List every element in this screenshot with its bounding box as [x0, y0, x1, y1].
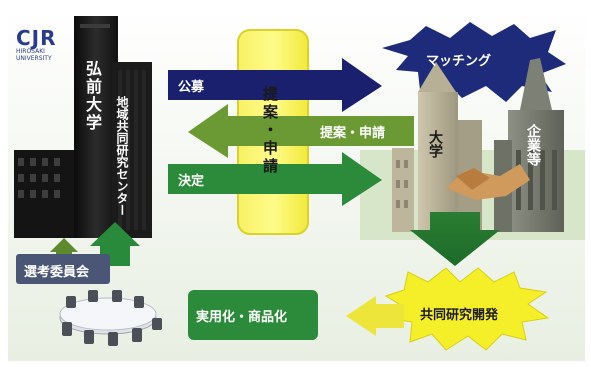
matching-label: マッチング [426, 54, 492, 69]
decision-arrow [168, 152, 382, 206]
university-label: 弘前大学 [83, 60, 102, 132]
committee-label: 選考委員会 [24, 265, 90, 280]
practical-label: 実用化・商品化 [196, 310, 288, 325]
proposal-label: 提案・申請 [320, 126, 386, 141]
company-building [494, 58, 564, 232]
committee-table-illustration [59, 290, 162, 346]
proposal-arrow [188, 104, 414, 158]
company-label: 企業等 [525, 124, 541, 166]
logo-sub1: HIROSAKI [16, 48, 45, 55]
practical-box [188, 290, 318, 340]
center-label: 地域共同研究センター [115, 96, 129, 216]
panel-label: 提案・申請 [261, 86, 279, 176]
joint-research-label: 共同研究開発 [420, 308, 499, 323]
logo: CJR HIROSAKI UNIVERSITY [16, 28, 57, 62]
handshake-illustration [446, 164, 530, 200]
joint-research-burst [384, 267, 550, 351]
committee-box [16, 254, 110, 284]
university-tower [14, 16, 152, 238]
call-arrow [168, 58, 382, 112]
call-label: 公募 [178, 80, 205, 95]
decision-label: 決定 [178, 174, 205, 189]
right-university-label: 大学 [427, 130, 443, 158]
down-arrow [410, 212, 500, 266]
logo-mark: CJR [16, 26, 57, 50]
logo-sub2: UNIVERSITY [16, 55, 52, 62]
practical-arrow [346, 296, 404, 336]
